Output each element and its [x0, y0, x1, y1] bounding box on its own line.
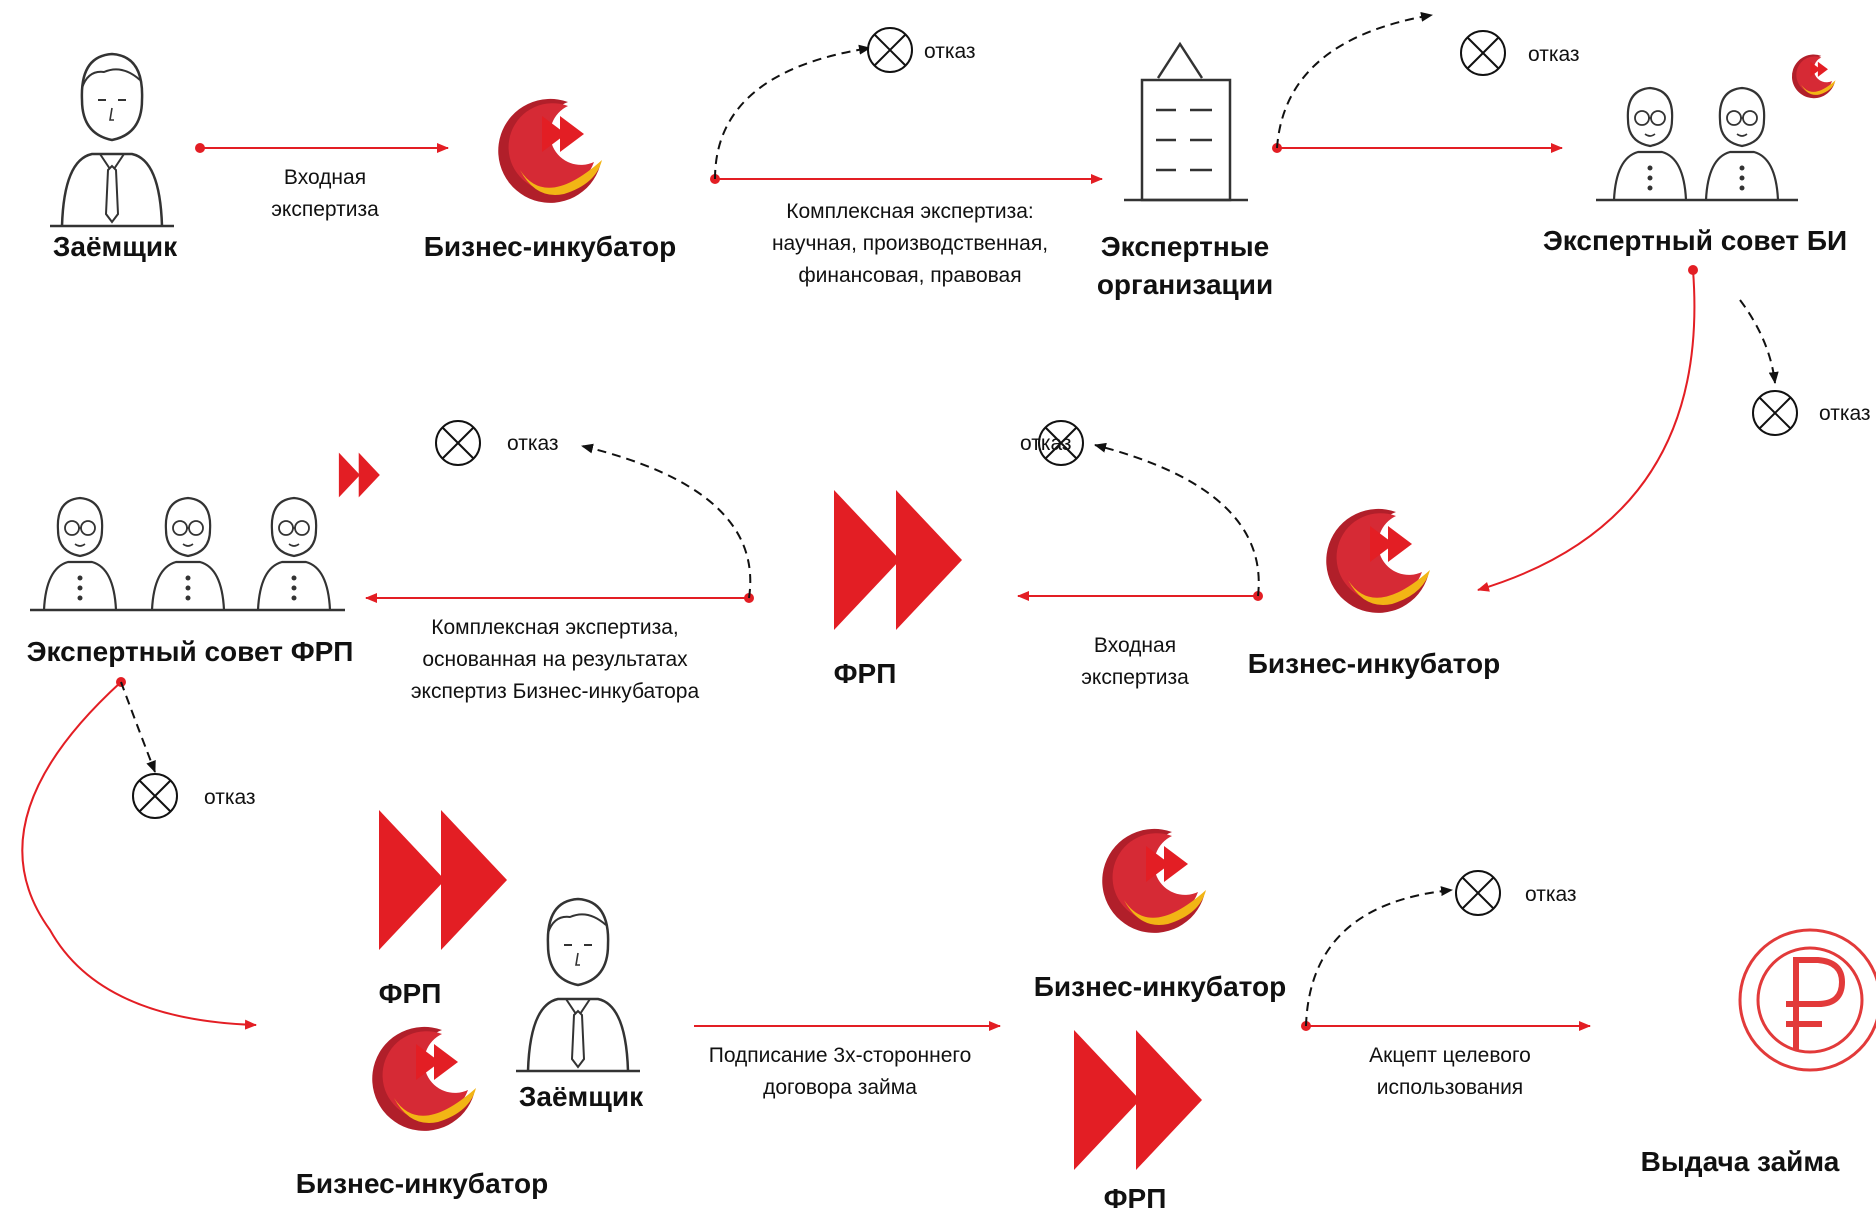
node-expert-organizations: Экспертные организации [1096, 231, 1274, 300]
reject-label: отказ [507, 432, 559, 455]
node-expert-council-bi: Экспертный совет БИ [1542, 225, 1848, 256]
ruble-coin-icon [1738, 928, 1876, 1072]
borrower-person-icon [48, 52, 176, 228]
node-borrower: Заёмщик [52, 231, 178, 262]
expert-council-bi-icon [1596, 54, 1836, 202]
edge-label-complex-expertise-bi: Комплексная экспертиза, основанная на ре… [410, 616, 700, 703]
reject-label: отказ [1819, 402, 1871, 425]
reject-label: отказ [1525, 883, 1577, 906]
reject-circle-x-icon [1455, 870, 1501, 916]
expert-council-frp-icon [30, 452, 380, 612]
node-business-incubator: Бизнес-инкубатор [423, 231, 677, 262]
node-expert-council-frp: Экспертный совет ФРП [26, 636, 354, 667]
flow-edges [21, 143, 1696, 1031]
edge-label-entry-expertise: Входная экспертиза [1081, 634, 1189, 689]
node-business-incubator: Бизнес-инкубатор [1247, 648, 1501, 679]
borrower-person-icon [514, 897, 642, 1073]
node-loan-issue: Выдача займа [1640, 1146, 1840, 1177]
reject-circle-x-icon [867, 27, 913, 73]
business-incubator-logo [1326, 508, 1430, 613]
edge-label-contract-signing: Подписание 3х-стороннего договора займа [708, 1044, 972, 1099]
reject-circle-x-icon [1460, 30, 1506, 76]
node-business-incubator: Бизнес-инкубатор [1033, 971, 1287, 1002]
reject-circle-x-icon [1752, 390, 1798, 436]
office-building-icon [1124, 41, 1248, 202]
node-frp: ФРП [833, 658, 897, 689]
frp-logo [1074, 1030, 1202, 1170]
reject-circle-x-icon [132, 773, 178, 819]
rejection-edges [120, 11, 1779, 1027]
node-borrower: Заёмщик [518, 1081, 644, 1112]
edge-label-acceptance: Акцепт целевого использования [1369, 1044, 1531, 1099]
business-incubator-logo [372, 1026, 476, 1131]
reject-label: отказ [1020, 432, 1072, 455]
reject-circle-x-icon [435, 420, 481, 466]
node-frp: ФРП [1103, 1183, 1167, 1214]
frp-logo [379, 810, 507, 950]
edge-label-entry-expertise: Входная экспертиза [271, 166, 379, 221]
node-business-incubator: Бизнес-инкубатор [295, 1168, 549, 1199]
reject-label: отказ [204, 786, 256, 809]
frp-logo [834, 490, 962, 630]
node-frp: ФРП [378, 978, 442, 1009]
reject-label: отказ [924, 40, 976, 63]
business-incubator-logo [1102, 828, 1206, 933]
edge-label-complex-expertise: Комплексная экспертиза: научная, произво… [771, 200, 1049, 287]
reject-label: отказ [1528, 43, 1580, 66]
business-incubator-logo [498, 98, 602, 203]
